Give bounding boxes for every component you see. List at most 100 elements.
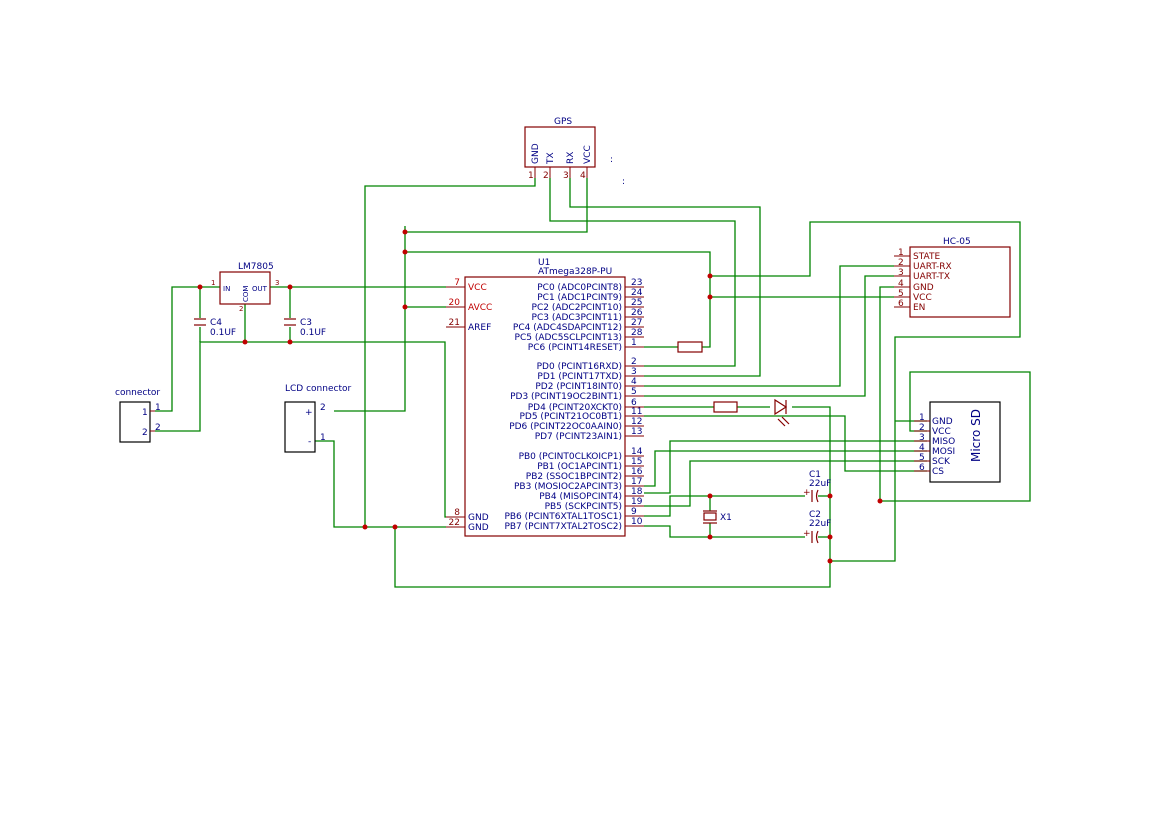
mcu-pin-number: 5 (631, 387, 637, 397)
resistor-led[interactable] (713, 401, 738, 413)
wire-sd-cs (644, 415, 927, 472)
mcu-pin-name: PC4 (ADC4SDAPCINT12) (513, 323, 622, 333)
power-connector-pin1-num: 1 (155, 403, 161, 413)
mcu-pin-name: PC5 (ADC5SCLPCINT13) (515, 333, 622, 343)
gps-title: GPS (554, 117, 572, 127)
microsd-pin-number: 2 (919, 423, 925, 433)
microsd-body (929, 401, 1001, 483)
mcu-pin-name: PB2 (SSOC1BPCINT2) (526, 472, 622, 482)
power-connector[interactable]: connector 1 2 1 2 (115, 388, 161, 443)
microsd-pin-number: 6 (919, 463, 925, 473)
junction-dot (362, 524, 368, 530)
junction-dot (707, 294, 713, 300)
crystal-x1[interactable]: X1 (703, 510, 732, 524)
mcu-pin-number: 23 (631, 278, 642, 288)
mcu-pin-number: 21 (449, 318, 460, 328)
wire-gps-vcc (405, 178, 588, 233)
mcu-pin-number: 14 (631, 447, 643, 457)
gps-pin-number: 4 (580, 171, 586, 181)
mcu-pin-number: 1 (631, 338, 637, 348)
mcu-pin-number: 10 (631, 517, 643, 527)
power-connector-pin1-label: 1 (142, 408, 148, 418)
mcu-pin-name: PD6 (PCINT22OC0AAIN0) (509, 422, 622, 432)
microsd-pin-number: 4 (919, 443, 925, 453)
microsd-pin-name: CS (932, 467, 944, 477)
junction-dot (827, 534, 833, 540)
c2-ref: C2 (809, 510, 821, 520)
regulator-num-out: 3 (275, 279, 279, 287)
microsd-pin-name: GND (932, 417, 953, 427)
microsd-pin-name: VCC (932, 427, 951, 437)
c3-ref: C3 (300, 318, 312, 328)
mcu-pin-name: PB5 (SCKPCINT5) (545, 502, 622, 512)
hc05-pin-number: 1 (898, 248, 904, 258)
hc05-body (909, 246, 1011, 318)
lcd-connector-pin-plus: 2 (320, 403, 326, 413)
mcu-pin-number: 7 (454, 278, 460, 288)
hc05-pin-number: 3 (898, 268, 904, 278)
resistor-reset[interactable] (677, 341, 703, 353)
wire-hc05-rx (644, 265, 894, 387)
power-connector-pin2-num: 2 (155, 423, 161, 433)
mcu-value: ATmega328P-PU (538, 267, 612, 277)
mcu-pin-name: PB7 (PCINT7XTAL2TOSC2) (504, 522, 622, 532)
mcu-pin-number: 16 (631, 467, 643, 477)
mcu-pin-number: 25 (631, 298, 642, 308)
mcu-pin-number: 6 (631, 398, 637, 408)
regulator-pin-com: COM (242, 286, 250, 302)
mcu-pin-name: AREF (468, 323, 491, 333)
mcu-pin-number: 15 (631, 457, 642, 467)
c2-polarity: + (803, 529, 811, 539)
hc05-pin-name: EN (913, 303, 925, 313)
power-connector-body (119, 401, 151, 443)
led[interactable] (774, 398, 790, 427)
mcu-pin-number: 12 (631, 417, 642, 427)
regulator-lm7805[interactable]: LM7805 IN OUT COM 1 3 2 (211, 262, 279, 313)
mcu-pin-name: PD1 (PCINT17TXD) (537, 372, 622, 382)
junction-dot (877, 498, 883, 504)
lcd-connector-title: LCD connector (285, 384, 351, 394)
wire-sd-mosi (644, 450, 927, 487)
junction-dot (287, 339, 293, 345)
mcu-pin-number: 17 (631, 477, 642, 487)
gps-pin-number: 3 (563, 171, 569, 181)
hc05-pin-name: UART-RX (913, 262, 952, 272)
gps-body (524, 126, 596, 168)
capacitor-c1[interactable]: + C1 22uF (803, 470, 831, 503)
regulator-num-com: 2 (239, 305, 243, 313)
wire-gps-gnd (364, 178, 536, 527)
wire-hc05-gnd (710, 221, 1021, 562)
capacitor-c3[interactable]: C3 0.1UF (284, 318, 326, 338)
hc05-pin-name: UART-TX (913, 272, 950, 282)
hc05-pin-name: GND (913, 283, 934, 293)
gps-pin-number: 2 (543, 171, 549, 181)
led-triangle (774, 398, 788, 416)
wire-conn-pin1 (155, 286, 220, 412)
lcd-connector[interactable]: LCD connector + - 2 1 (284, 384, 351, 453)
x1-body (703, 512, 717, 521)
junction-dot (402, 229, 408, 235)
wire-conn-pin2 (155, 341, 245, 432)
c1-plate-right (815, 489, 819, 503)
c1-ref: C1 (809, 470, 821, 480)
wire-sd-vcc (880, 371, 1031, 502)
power-connector-pin2-label: 2 (142, 428, 148, 438)
wire-hc05-gnd2 (879, 286, 894, 501)
capacitor-c2[interactable]: + C2 22uF (803, 510, 831, 544)
wire-xtal2 (644, 525, 805, 538)
wire-gps-tx (549, 178, 736, 367)
lcd-connector-body (284, 401, 316, 453)
capacitor-c4[interactable]: C4 0.1UF (194, 318, 236, 338)
gps-dots: : (610, 155, 613, 165)
mcu-pin-name: PC1 (ADC1PCINT9) (537, 293, 622, 303)
mcu-pin-name: PC3 (ADC3PCINT11) (532, 313, 622, 323)
x1-ref: X1 (720, 513, 732, 523)
regulator-num-in: 1 (211, 279, 215, 287)
led-arrow-2 (777, 418, 786, 427)
